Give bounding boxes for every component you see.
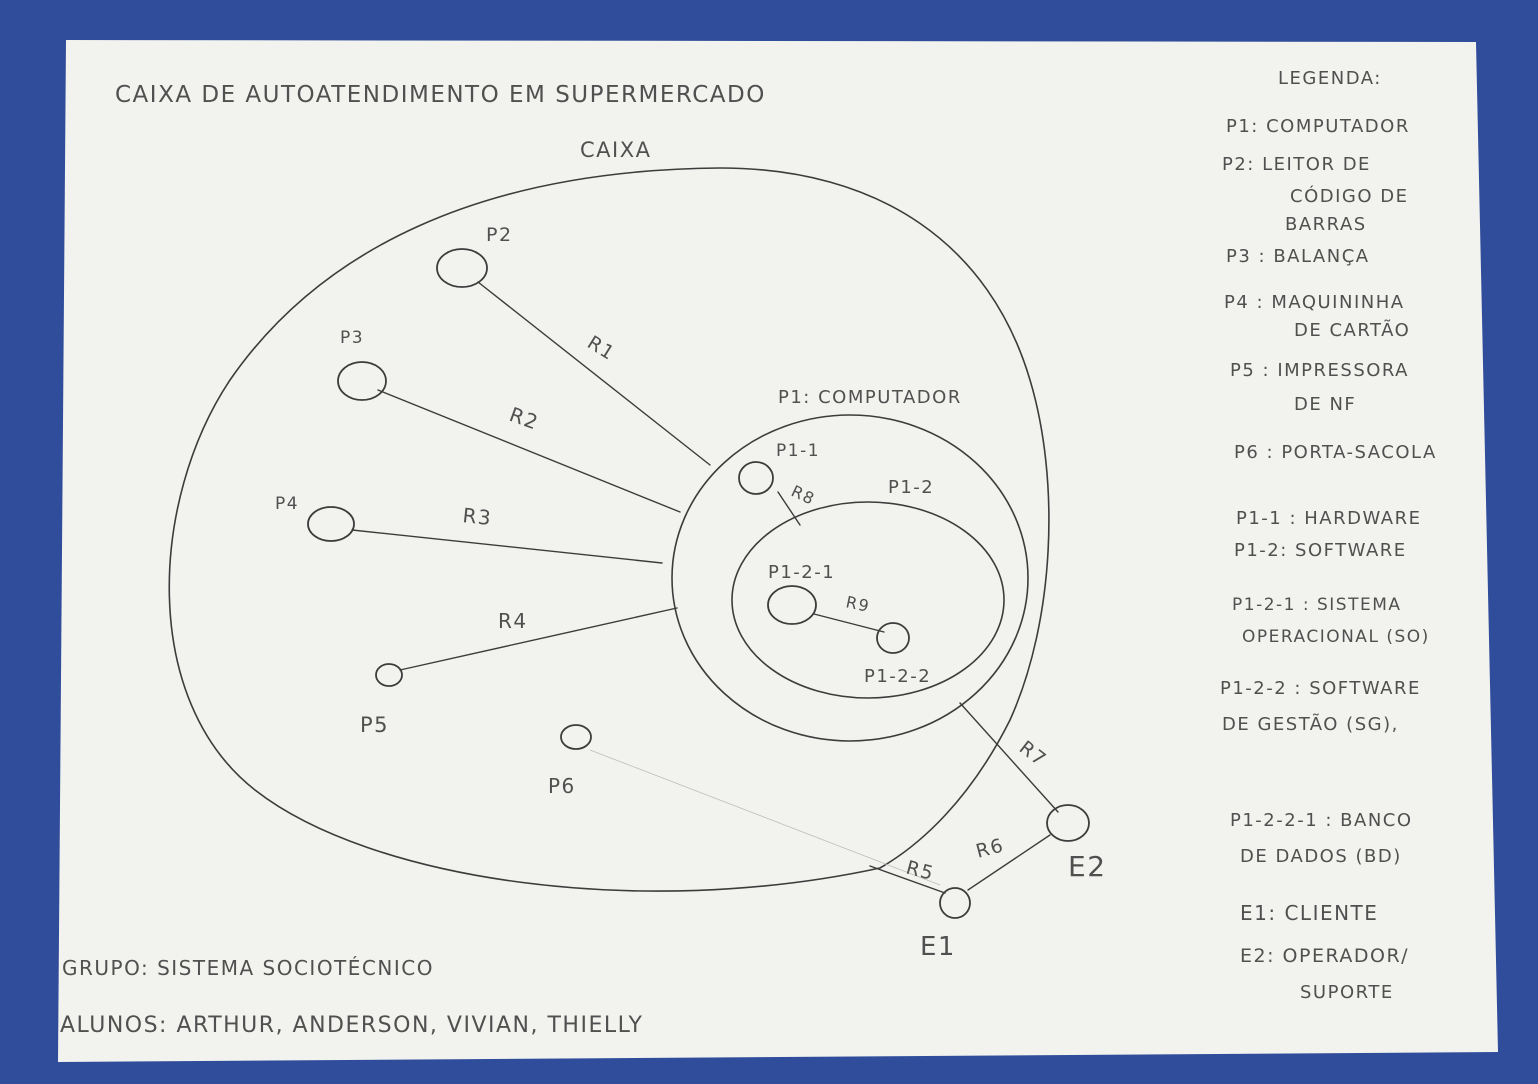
- relation-r9-label: R9: [844, 592, 872, 616]
- legend-item: OPERACIONAL (SO): [1242, 627, 1430, 647]
- relation-line-r2: [377, 389, 681, 513]
- legend-item: E2: OPERADOR/: [1240, 945, 1409, 967]
- paper-sheet: [58, 40, 1498, 1062]
- legend-item: CÓDIGO DE: [1290, 185, 1408, 207]
- node-e1-label: E1: [920, 932, 956, 962]
- node-p1-2-1-label: P1-2-1: [768, 562, 835, 583]
- relation-line-r6: [967, 834, 1051, 891]
- node-p3-circle: [337, 361, 387, 401]
- node-p4-circle: [307, 506, 355, 542]
- faint-line-p6: [589, 749, 941, 886]
- relation-line-r8: [777, 491, 801, 526]
- relation-line-r1: [477, 281, 711, 466]
- legend-item: DE CARTÃO: [1294, 319, 1410, 341]
- legend: LEGENDA: P1: COMPUTADOR P2: LEITOR DE CÓ…: [1220, 68, 1437, 1003]
- node-e2-label: E2: [1068, 850, 1107, 883]
- relation-line-r7: [959, 702, 1059, 813]
- legend-item: P1-2-2 : SOFTWARE: [1220, 678, 1421, 699]
- legend-item: SUPORTE: [1300, 982, 1394, 1003]
- legend-item: P5 : IMPRESSORA: [1230, 360, 1409, 381]
- legend-item: DE GESTÃO (SG),: [1222, 713, 1399, 735]
- relation-line-r3: [351, 529, 663, 564]
- legend-item: DE DADOS (BD): [1240, 846, 1402, 867]
- node-p4-label: P4: [275, 494, 299, 514]
- node-p1-2-1-circle: [767, 585, 817, 625]
- node-p2-circle: [436, 248, 488, 288]
- relation-line-r5: [869, 865, 946, 894]
- node-p2-label: P2: [486, 224, 513, 246]
- node-p1-2-2-label: P1-2-2: [864, 666, 931, 687]
- software-boundary: [731, 501, 1005, 699]
- node-p1-2-2-circle: [876, 622, 910, 654]
- group-name: GRUPO: SISTEMA SOCIOTÉCNICO: [62, 956, 434, 980]
- diagram-title: CAIXA DE AUTOATENDIMENTO EM SUPERMERCADO: [115, 82, 766, 108]
- legend-item: P1-2: SOFTWARE: [1234, 540, 1407, 561]
- relation-line-r9: [813, 613, 885, 633]
- node-e1-circle: [939, 887, 971, 919]
- legend-item: P1-2-1 : SISTEMA: [1232, 595, 1402, 615]
- computer-label: P1: COMPUTADOR: [778, 387, 962, 408]
- legend-item: P2: LEITOR DE: [1222, 154, 1371, 175]
- node-p3-label: P3: [340, 328, 364, 348]
- legend-item: P1-2-2-1 : BANCO: [1230, 810, 1413, 831]
- node-p5-label: P5: [360, 713, 389, 737]
- node-e2-circle: [1046, 804, 1090, 842]
- legend-item: P3 : BALANÇA: [1226, 246, 1370, 267]
- legend-item: P1-1 : HARDWARE: [1236, 508, 1421, 529]
- legend-item: E1: CLIENTE: [1240, 901, 1378, 925]
- legend-item: BARRAS: [1285, 214, 1367, 235]
- node-p1-1-circle: [738, 461, 774, 495]
- caixa-label: CAIXA: [580, 138, 651, 162]
- computer-boundary: [671, 414, 1029, 742]
- caixa-boundary: [168, 167, 1050, 892]
- node-p6-circle: [560, 724, 592, 750]
- node-p6-label: P6: [548, 774, 576, 798]
- legend-item: DE NF: [1294, 394, 1356, 415]
- relation-r4-label: R4: [498, 609, 528, 633]
- node-p1-1-label: P1-1: [776, 441, 820, 461]
- legend-heading: LEGENDA:: [1278, 68, 1382, 89]
- relation-r3-label: R3: [461, 503, 493, 530]
- legend-item: P4 : MAQUININHA: [1224, 292, 1405, 313]
- students-list: ALUNOS: ARTHUR, ANDERSON, VIVIAN, THIELL…: [60, 1013, 643, 1038]
- node-p5-circle: [375, 663, 403, 687]
- legend-item: P6 : PORTA-SACOLA: [1234, 442, 1437, 463]
- software-label: P1-2: [888, 477, 934, 498]
- relation-line-r4: [399, 607, 678, 671]
- legend-item: P1: COMPUTADOR: [1226, 116, 1410, 137]
